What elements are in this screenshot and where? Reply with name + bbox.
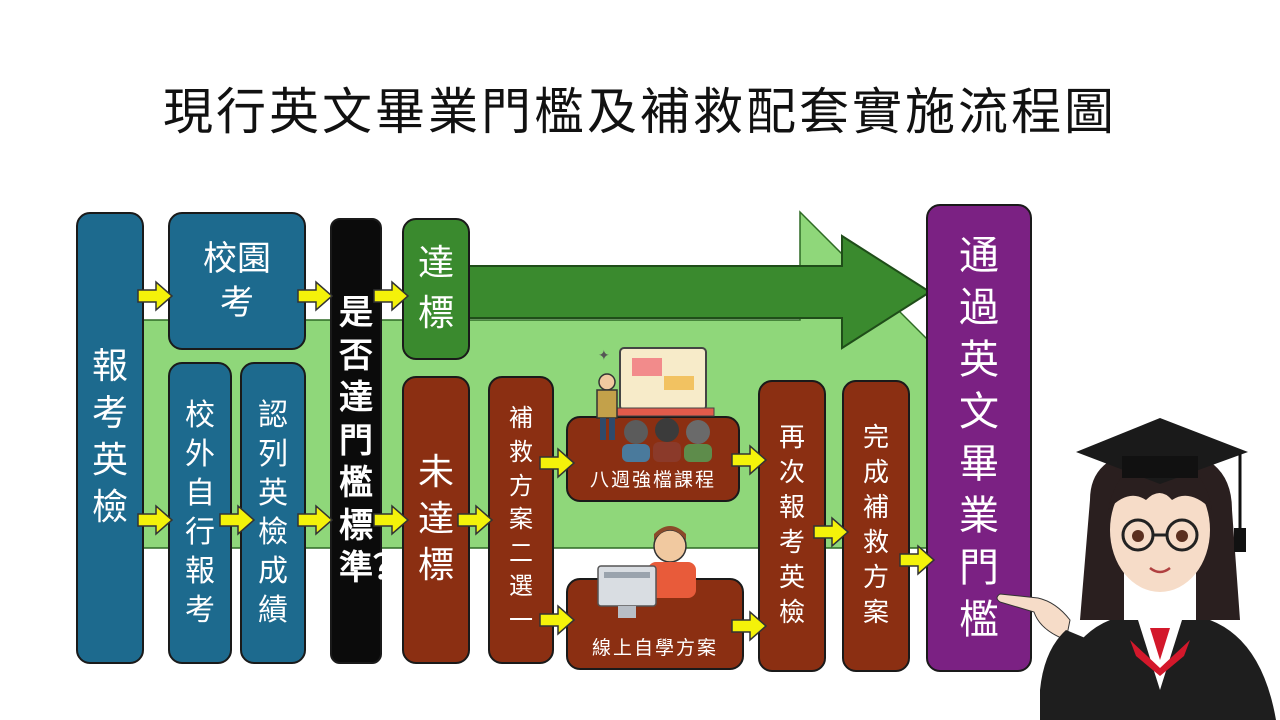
arrow-icon [539,605,575,635]
classroom-icon: ✦ [596,347,715,462]
arrow-icon [297,281,333,311]
final-box: 通過英文畢業門檻 [926,204,1032,672]
recognize-box: 認列英檢成績 [240,362,306,664]
svg-text:✦: ✦ [598,348,610,364]
arrow-icon [137,281,173,311]
arrow-icon [457,505,493,535]
arrow-icon [373,505,409,535]
arrow-icon [899,545,935,575]
arrow-icon [731,611,767,641]
pass-label: 達標 [418,242,455,334]
school-test-label: 校園考 [202,238,271,323]
course-label: 八週強檔課程 [589,469,716,491]
pass-arrow [465,234,932,350]
arrow-icon [219,505,255,535]
complete-box: 完成補救方案 [842,380,910,672]
final-label: 通過英文畢業門檻 [959,233,999,643]
graduate-character-icon [996,418,1276,720]
page-title: 現行英文畢業門檻及補救配套實施流程圖 [163,83,1117,141]
arrow-icon [539,448,575,478]
online-label: 線上自學方案 [591,637,718,659]
retake-label: 再次報考英檢 [779,422,806,629]
external-label: 校外自行報考 [185,398,215,628]
recognize-label: 認列英檢成績 [258,398,288,628]
arrow-icon [137,505,173,535]
choose-label: 補救方案二選一 [509,404,533,634]
arrow-icon [813,517,849,547]
arrow-icon [373,281,409,311]
register-label: 報考英檢 [92,346,129,528]
school-test-box: 校園考 [168,212,306,350]
complete-label: 完成補救方案 [863,422,890,629]
fail-label: 未達標 [418,451,455,587]
external-box: 校外自行報考 [168,362,232,664]
arrow-icon [731,445,767,475]
register-box: 報考英檢 [76,212,144,664]
computer-user-icon [597,526,696,618]
arrow-icon [297,505,333,535]
pass-box: 達標 [402,218,470,360]
